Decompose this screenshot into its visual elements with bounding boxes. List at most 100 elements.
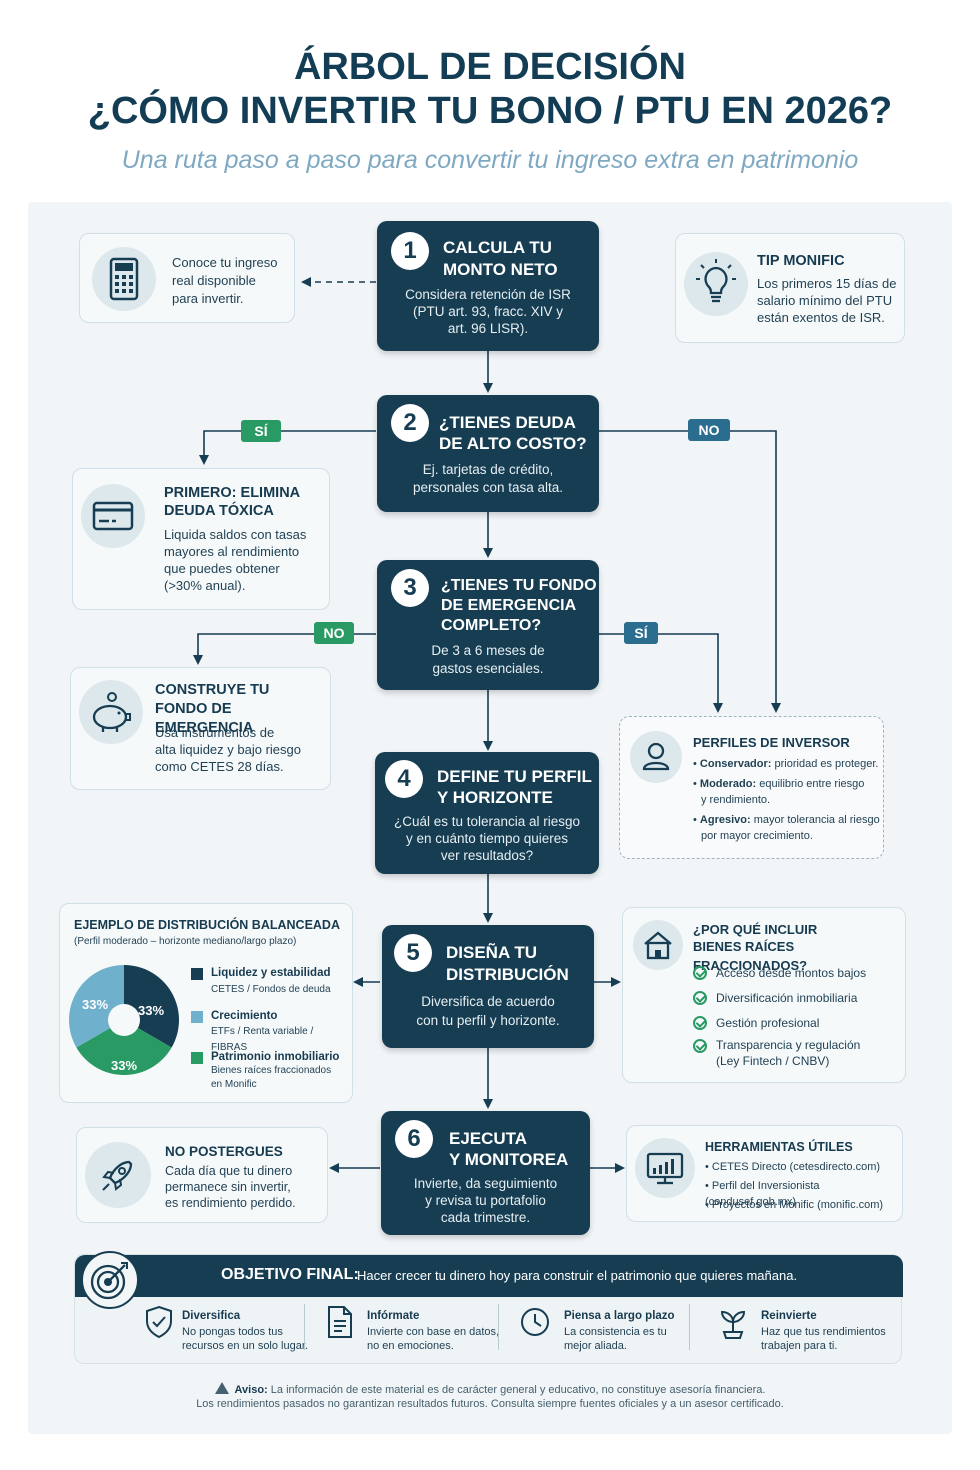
step-4-title-1: DEFINE TU PERFIL	[437, 767, 592, 786]
deuda-title-1: PRIMERO: ELIMINA	[164, 485, 301, 501]
card-herramientas: HERRAMIENTAS ÚTILES • CETES Directo (cet…	[626, 1125, 903, 1222]
disclaimer-line-1: Aviso: La información de este material e…	[0, 1382, 980, 1396]
banner-text: Hacer crecer tu dinero hoy para construi…	[357, 1268, 798, 1283]
clock-icon	[521, 1308, 549, 1336]
herramientas-title: HERRAMIENTAS ÚTILES	[705, 1140, 853, 1154]
card-tip: TIP MONIFIC Los primeros 15 días de sala…	[675, 233, 905, 343]
step-4-desc-3: ver resultados?	[440, 848, 534, 863]
step-4-number: 4	[385, 760, 423, 798]
step-2-desc-1: Ej. tarjetas de crédito,	[422, 462, 554, 477]
deuda-line-1: Liquida saldos con tasas	[164, 527, 307, 542]
fondo-title-2: FONDO DE EMERGENCIA	[155, 701, 254, 736]
card-postergues: NO POSTERGUES Cada día que tu dinero per…	[76, 1127, 328, 1223]
deuda-line-3: que puedes obtener	[164, 561, 280, 576]
step-5-box: 5 DISEÑA TU DISTRIBUCIÓN Diversifica de …	[382, 925, 594, 1048]
step-5-desc-1: Diversifica de acuerdo	[421, 994, 555, 1009]
ingreso-line-2: real disponible	[172, 273, 256, 288]
step-6-title-2: Y MONITOREA	[449, 1150, 569, 1169]
ingreso-line-1: Conoce tu ingreso	[172, 255, 278, 270]
bienes-item-1: Acceso desde montos bajos	[716, 966, 867, 980]
legend-swatch-liquidez	[191, 968, 203, 980]
step-4-box: 4 DEFINE TU PERFIL Y HORIZONTE ¿Cuál es …	[375, 752, 599, 874]
subtitle: Una ruta paso a paso para convertir tu i…	[121, 146, 859, 174]
arrow-2-no	[598, 430, 781, 713]
rocket-icon	[85, 1142, 151, 1208]
card-deuda: PRIMERO: ELIMINA DEUDA TÓXICA Liquida sa…	[72, 468, 330, 610]
card-ingreso: Conoce tu ingreso real disponible para i…	[79, 233, 295, 323]
card-perfiles: PERFILES DE INVERSOR • Conservador: prio…	[619, 716, 884, 859]
target-icon	[81, 1251, 139, 1309]
title-line-2: ¿CÓMO INVERTIR TU BONO / PTU EN 2026?	[87, 90, 893, 132]
arrow-3-si	[598, 633, 723, 713]
perfil-conservador: • Conservador: prioridad es proteger.	[693, 758, 879, 770]
banner-divider	[498, 1304, 499, 1350]
step-6-desc-1: Invierte, da seguimiento	[413, 1176, 558, 1191]
perfil-moderado-2: y rendimiento.	[701, 794, 771, 806]
legend-patrimonio-name: Patrimonio inmobiliario	[211, 1051, 340, 1063]
banner-divider	[304, 1304, 305, 1350]
chart-subtitle: (Perfil moderado – horizonte mediano/lar…	[74, 936, 297, 947]
herramienta-condusef: • Perfil del Inversionista (condusef.gob…	[705, 1180, 820, 1208]
step-2-number: 2	[391, 404, 429, 442]
tip-title: TIP MONIFIC	[757, 253, 845, 269]
postergues-line-1: Cada día que tu dinero	[165, 1164, 293, 1178]
step-3-title-1: ¿TIENES TU FONDO	[441, 577, 597, 594]
bienes-item-4b: (Ley Fintech / CNBV)	[716, 1054, 830, 1068]
step-1-title-1: CALCULA TU	[443, 238, 552, 257]
step-1-desc-2: (PTU art. 93, fracc. XIV y	[412, 304, 564, 319]
legend-liquidez-detail: CETES / Fondos de deuda	[211, 984, 331, 995]
step-3-desc-1: De 3 a 6 meses de	[431, 643, 545, 658]
herramienta-monific: • Proyectos en Monific (monific.com)	[705, 1199, 884, 1211]
tag-no-step2: NO	[688, 419, 730, 441]
chart-title: EJEMPLO DE DISTRIBUCIÓN BALANCEADA	[74, 918, 340, 932]
card-distribucion: EJEMPLO DE DISTRIBUCIÓN BALANCEADA (Perf…	[59, 903, 353, 1103]
legend-swatch-crecimiento	[191, 1011, 203, 1023]
perfil-moderado: • Moderado: equilibrio entre riesgo	[693, 778, 865, 790]
step-4-title-2: Y HORIZONTE	[437, 788, 553, 807]
herramienta-cetes: • CETES Directo (cetesdirecto.com)	[705, 1161, 881, 1173]
banner-divider	[689, 1304, 690, 1350]
check-icon	[693, 1016, 707, 1030]
step-5-title-2: DISTRIBUCIÓN	[446, 965, 569, 984]
title-line-1: ÁRBOL DE DECISIÓN	[293, 46, 686, 88]
tag-no-step3: NO	[314, 622, 354, 644]
banner-label: OBJETIVO FINAL:	[221, 1266, 359, 1283]
step-3-box: 3 ¿TIENES TU FONDO DE EMERGENCIA COMPLET…	[377, 560, 599, 690]
legend-crecimiento-name: Crecimiento	[211, 1010, 278, 1022]
pie-label-liquidez: 33%	[138, 1003, 164, 1018]
legend-patrimonio-detail-1: Bienes raíces fraccionados	[211, 1065, 332, 1076]
step-6-title-1: EJECUTA	[449, 1129, 528, 1148]
step-1-title-2: MONTO NETO	[443, 260, 558, 279]
perfil-agresivo-2: por mayor crecimiento.	[701, 830, 813, 842]
tip-largo-plazo: Piensa a largo plazo La consistencia es …	[564, 1310, 675, 1352]
bienes-item-2: Diversificación inmobiliaria	[716, 991, 858, 1005]
lightbulb-icon	[684, 252, 748, 316]
pie-label-crecimiento: 33%	[82, 997, 108, 1012]
user-icon	[630, 731, 682, 783]
perfiles-title: PERFILES DE INVERSOR	[693, 735, 850, 750]
card-bienes: ¿POR QUÉ INCLUIR BIENES RAÍCES FRACCIONA…	[622, 907, 906, 1083]
fondo-line-3: como CETES 28 días.	[155, 759, 284, 774]
legend-crecimiento-detail: ETFs / Renta variable / FIBRAS	[211, 1026, 314, 1053]
disclaimer-line-2: Los rendimientos pasados no garantizan r…	[196, 1398, 784, 1410]
legend-swatch-patrimonio	[191, 1052, 203, 1064]
step-6-desc-2: y revisa tu portafolio	[425, 1193, 546, 1208]
step-1-desc-1: Considera retención de ISR	[405, 287, 571, 302]
step-5-number: 5	[394, 934, 432, 972]
objetivo-banner: OBJETIVO FINAL: Hacer crecer tu dinero h…	[74, 1251, 903, 1364]
step-3-number: 3	[391, 569, 429, 607]
ingreso-line-3: para invertir.	[172, 291, 244, 306]
deuda-title-2: DEUDA TÓXICA	[164, 503, 274, 519]
step-6-number: 6	[395, 1120, 433, 1158]
deuda-line-2: mayores al rendimiento	[164, 544, 300, 559]
tip-informate: Infórmate Invierte con base en datos, no…	[367, 1310, 500, 1352]
plant-icon	[720, 1310, 746, 1339]
calculator-icon	[92, 247, 156, 311]
warning-icon	[214, 1382, 229, 1394]
perfil-agresivo: • Agresivo: mayor tolerancia al riesgo	[693, 814, 880, 826]
fondo-title-1: CONSTRUYE TU	[155, 682, 270, 698]
piggy-bank-icon	[79, 680, 143, 744]
postergues-line-3: es rendimiento perdido.	[165, 1196, 296, 1210]
bienes-title-1: ¿POR QUÉ INCLUIR	[693, 922, 818, 937]
shield-icon	[146, 1305, 172, 1339]
